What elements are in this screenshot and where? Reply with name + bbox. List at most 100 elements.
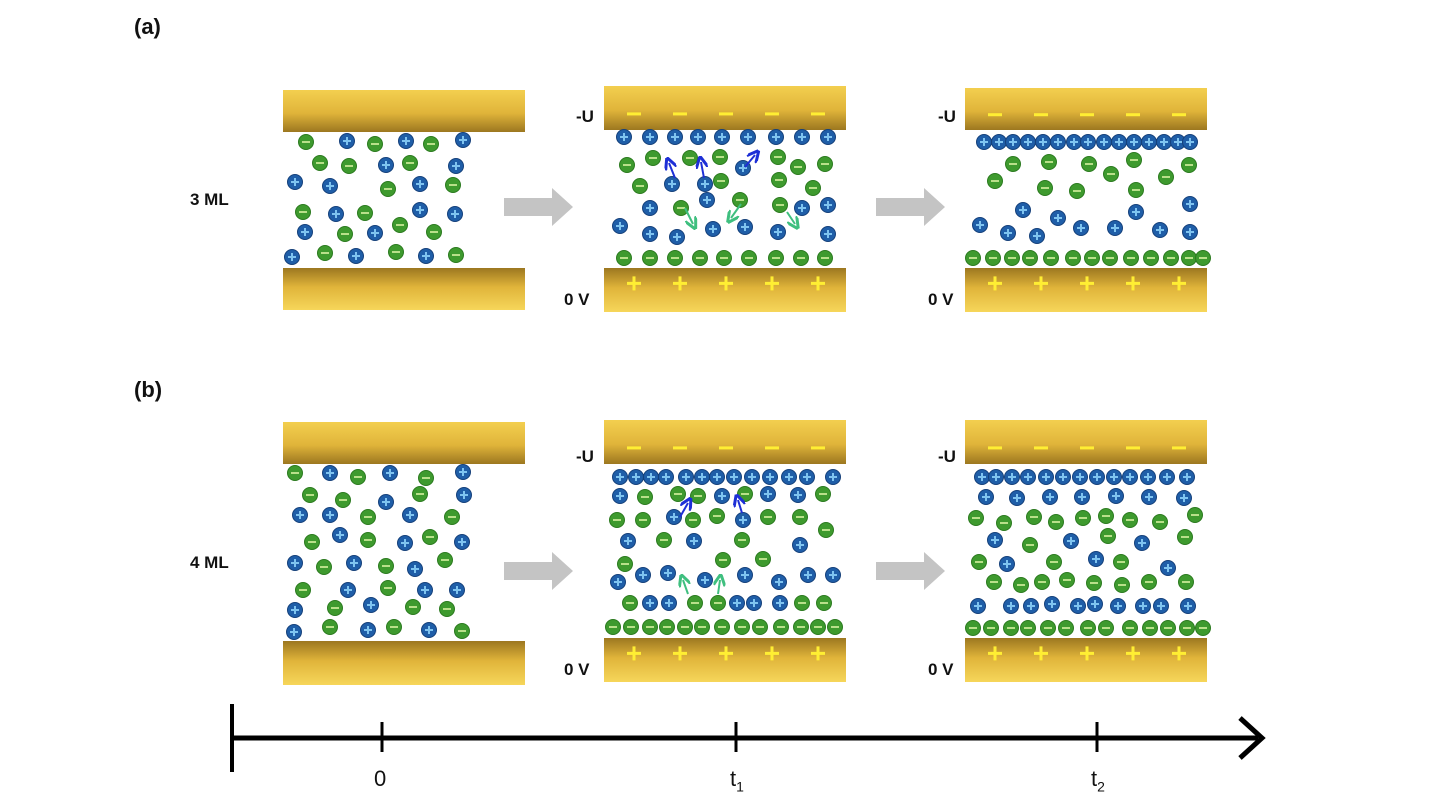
capacitor-cell-b2 xyxy=(965,420,1211,682)
anion-icon xyxy=(690,488,706,504)
cation-icon xyxy=(340,582,356,598)
minus-charge-icon xyxy=(1172,113,1186,117)
cation-icon xyxy=(287,555,303,571)
transition-arrows xyxy=(504,188,945,590)
anion-icon xyxy=(635,512,651,528)
cation-icon xyxy=(1020,469,1036,485)
cation-icon xyxy=(1111,134,1127,150)
anion-icon xyxy=(760,509,776,525)
cation-icon xyxy=(1180,598,1196,614)
anion-icon xyxy=(755,551,771,567)
anion-icon xyxy=(609,512,625,528)
cation-icon xyxy=(346,555,362,571)
anion-icon xyxy=(378,558,394,574)
anion-icon xyxy=(418,470,434,486)
migration-arrow-icon xyxy=(701,162,704,179)
cation-icon xyxy=(1089,469,1105,485)
anion-icon xyxy=(1048,514,1064,530)
cation-icon xyxy=(378,494,394,510)
cation-icon xyxy=(417,582,433,598)
cation-icon xyxy=(610,574,626,590)
anion-icon xyxy=(709,508,725,524)
cation-icon xyxy=(1004,469,1020,485)
anion-icon xyxy=(1098,620,1114,636)
cation-icon xyxy=(658,469,674,485)
cation-icon xyxy=(447,206,463,222)
cation-icon xyxy=(746,595,762,611)
panel-label-a: (a) xyxy=(134,14,161,39)
top-electrode xyxy=(604,420,846,464)
anion-icon xyxy=(317,245,333,261)
anion-icon xyxy=(968,510,984,526)
cation-icon xyxy=(987,532,1003,548)
cation-icon xyxy=(642,200,658,216)
cation-icon xyxy=(1140,469,1156,485)
anion-icon xyxy=(694,619,710,635)
arrow-icon xyxy=(876,552,945,590)
cation-icon xyxy=(284,249,300,265)
cation-icon xyxy=(686,533,702,549)
anion-icon xyxy=(685,512,701,528)
cation-icon xyxy=(287,174,303,190)
cation-icon xyxy=(770,224,786,240)
cation-icon xyxy=(978,489,994,505)
cation-icon xyxy=(1182,224,1198,240)
minus-charge-icon xyxy=(765,446,779,450)
anion-icon xyxy=(1122,512,1138,528)
cation-icon xyxy=(699,192,715,208)
cation-icon xyxy=(397,535,413,551)
cation-icon xyxy=(697,176,713,192)
cation-icon xyxy=(729,595,745,611)
anion-icon xyxy=(1122,620,1138,636)
cation-icon xyxy=(781,469,797,485)
anion-icon xyxy=(815,486,831,502)
timeline-tick-0: 0 xyxy=(374,766,387,791)
anion-icon xyxy=(965,620,981,636)
cation-icon xyxy=(678,469,694,485)
cation-icon xyxy=(799,469,815,485)
cation-icon xyxy=(1050,210,1066,226)
cation-icon xyxy=(740,129,756,145)
anion-icon xyxy=(287,465,303,481)
cation-icon xyxy=(1160,560,1176,576)
anion-icon xyxy=(617,556,633,572)
cation-icon xyxy=(1176,490,1192,506)
anion-icon xyxy=(360,532,376,548)
anion-icon xyxy=(1152,514,1168,530)
anion-icon xyxy=(1103,166,1119,182)
bottom-electrode xyxy=(283,268,525,310)
migration-arrow-icon xyxy=(731,203,742,218)
panel-label-b: (b) xyxy=(134,377,163,402)
cation-icon xyxy=(991,134,1007,150)
anion-icon xyxy=(1178,574,1194,590)
anion-icon xyxy=(971,554,987,570)
cation-icon xyxy=(412,202,428,218)
cation-icon xyxy=(322,507,338,523)
anion-icon xyxy=(816,595,832,611)
anion-icon xyxy=(673,200,689,216)
anion-icon xyxy=(1086,575,1102,591)
cation-icon xyxy=(339,133,355,149)
anion-icon xyxy=(1022,537,1038,553)
migration-arrow-icon xyxy=(718,580,720,595)
cation-icon xyxy=(402,507,418,523)
anion-icon xyxy=(622,595,638,611)
cation-icon xyxy=(1005,134,1021,150)
anion-icon xyxy=(1114,577,1130,593)
voltage-label-top: -U xyxy=(576,447,594,466)
cation-icon xyxy=(714,129,730,145)
voltage-label-top: -U xyxy=(576,107,594,126)
anion-icon xyxy=(1195,250,1211,266)
cation-icon xyxy=(454,534,470,550)
anion-icon xyxy=(768,250,784,266)
anion-icon xyxy=(645,150,661,166)
anion-icon xyxy=(298,134,314,150)
voltage-label-top: -U xyxy=(938,107,956,126)
cation-icon xyxy=(1023,598,1039,614)
anion-icon xyxy=(1046,554,1062,570)
cation-icon xyxy=(612,218,628,234)
minus-charge-icon xyxy=(811,112,825,116)
minus-charge-icon xyxy=(627,112,641,116)
migration-arrow-icon xyxy=(738,500,742,514)
anion-icon xyxy=(327,600,343,616)
